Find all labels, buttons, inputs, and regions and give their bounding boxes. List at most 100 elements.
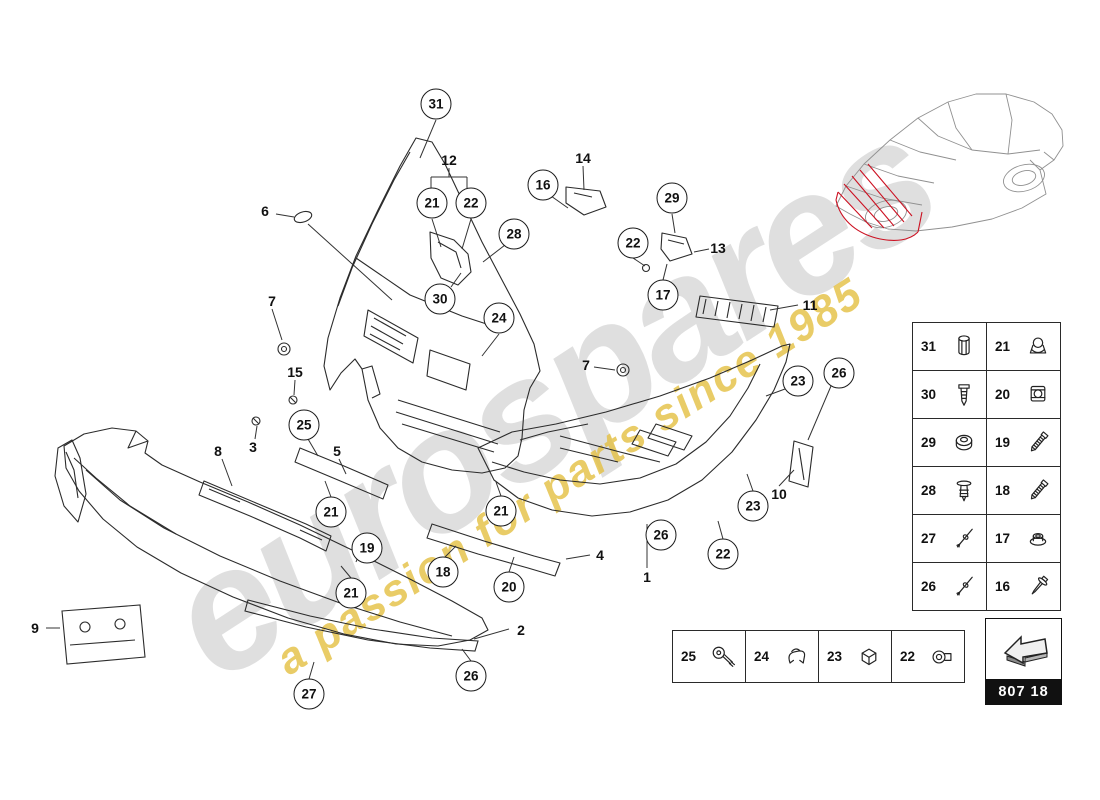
part-label-8[interactable]: 8	[214, 443, 222, 459]
sensor-holder-icon	[932, 649, 952, 664]
part-balloon-21[interactable]: 21	[416, 187, 448, 219]
part-balloon-16[interactable]: 16	[527, 169, 559, 201]
part-balloon-24[interactable]: 24	[483, 302, 515, 334]
part-balloon-20[interactable]: 20	[493, 571, 525, 603]
bolt-icon	[1030, 478, 1049, 499]
part-balloon-25[interactable]: 25	[288, 409, 320, 441]
part-balloon-26[interactable]: 26	[455, 660, 487, 692]
fastener-cell-22[interactable]: 22	[892, 631, 965, 683]
part-balloon-23[interactable]: 23	[737, 490, 769, 522]
fastener-cell-16[interactable]: 16	[987, 563, 1061, 611]
part-label-9[interactable]: 9	[31, 620, 39, 636]
fastener-cell-26[interactable]: 26	[913, 563, 987, 611]
part-label-12[interactable]: 12	[441, 152, 457, 168]
part-label-1[interactable]: 1	[643, 569, 651, 585]
part-balloon-22[interactable]: 22	[455, 187, 487, 219]
grommet-icon	[955, 434, 973, 450]
trim-strips	[198, 447, 561, 577]
fastener-cell-27[interactable]: 27	[913, 515, 987, 563]
part-balloon-26[interactable]: 26	[823, 357, 855, 389]
fastener-table-right: 31 21 30 20 29 19 28 18 27 17 26 16	[912, 322, 1061, 611]
fastener-number: 19	[995, 435, 1011, 450]
bolt-icon	[1030, 430, 1049, 451]
part-balloon-27[interactable]: 27	[293, 678, 325, 710]
fastener-number: 31	[921, 339, 937, 354]
car-inset	[835, 93, 1064, 232]
fastener-number: 26	[921, 579, 937, 594]
fastener-number: 23	[827, 649, 843, 664]
parking-sensors	[277, 342, 630, 377]
direction-arrow-icon	[986, 619, 1061, 679]
leader-lines	[46, 119, 832, 680]
part-balloon-30[interactable]: 30	[424, 283, 456, 315]
part-balloon-22[interactable]: 22	[707, 538, 739, 570]
part-label-10[interactable]: 10	[771, 486, 787, 502]
cage-nut-icon	[1030, 385, 1046, 402]
part-label-2[interactable]: 2	[517, 622, 525, 638]
fastener-cell-31[interactable]: 31	[913, 323, 987, 371]
fastener-cell-17[interactable]: 17	[987, 515, 1061, 563]
part-label-14[interactable]: 14	[575, 150, 591, 166]
fastener-cell-21[interactable]: 21	[987, 323, 1061, 371]
fastener-table-bottom: 25 24 23 22	[672, 630, 965, 683]
part-label-15[interactable]: 15	[287, 364, 303, 380]
fastener-number: 24	[754, 649, 770, 664]
fastener-number: 18	[995, 483, 1011, 498]
part-code-box: 807 18	[985, 618, 1062, 705]
part-label-11[interactable]: 11	[802, 297, 818, 313]
push-rivet-icon	[956, 480, 972, 501]
part-balloon-21[interactable]: 21	[485, 495, 517, 527]
part-balloon-26[interactable]: 26	[645, 519, 677, 551]
fastener-cell-23[interactable]: 23	[819, 631, 892, 683]
part-label-7[interactable]: 7	[268, 293, 276, 309]
fastener-cell-19[interactable]: 19	[987, 419, 1061, 467]
fastener-number: 22	[900, 649, 916, 664]
bracket-icon	[861, 648, 877, 665]
small-screws	[251, 395, 298, 426]
fastener-number: 17	[995, 531, 1011, 546]
part-label-6[interactable]: 6	[261, 203, 269, 219]
fastener-number: 25	[681, 649, 697, 664]
license-plate-bracket	[61, 604, 146, 665]
fastener-number: 20	[995, 387, 1011, 402]
fastener-cell-29[interactable]: 29	[913, 419, 987, 467]
spring-clip-icon	[1029, 336, 1047, 354]
fastener-number: 16	[995, 579, 1011, 594]
fastener-number: 21	[995, 339, 1011, 354]
fastener-cell-28[interactable]: 28	[913, 467, 987, 515]
sleeve-icon	[958, 334, 970, 355]
fastener-number: 27	[921, 531, 937, 546]
torx-screw-icon	[712, 646, 736, 667]
car-inset-bumper-highlight	[835, 163, 923, 241]
part-label-4[interactable]: 4	[596, 547, 604, 563]
part-balloon-17[interactable]: 17	[647, 279, 679, 311]
part-balloon-22[interactable]: 22	[617, 227, 649, 259]
part-balloon-19[interactable]: 19	[351, 532, 383, 564]
part-balloon-18[interactable]: 18	[427, 556, 459, 588]
fastener-cell-30[interactable]: 30	[913, 371, 987, 419]
part-label-3[interactable]: 3	[249, 439, 257, 455]
small-brackets	[293, 186, 814, 488]
fastener-cell-24[interactable]: 24	[746, 631, 819, 683]
part-label-7[interactable]: 7	[582, 357, 590, 373]
fastener-cell-25[interactable]: 25	[673, 631, 746, 683]
part-balloon-23[interactable]: 23	[782, 365, 814, 397]
part-balloon-29[interactable]: 29	[656, 182, 688, 214]
fastener-number: 30	[921, 387, 937, 402]
part-balloon-21[interactable]: 21	[315, 496, 347, 528]
flange-nut-icon	[1029, 532, 1047, 546]
part-balloon-31[interactable]: 31	[420, 88, 452, 120]
part-label-13[interactable]: 13	[710, 240, 726, 256]
screw-washer-icon	[1031, 575, 1049, 594]
front-spoiler	[54, 427, 489, 647]
part-balloon-21[interactable]: 21	[335, 577, 367, 609]
fastener-number: 29	[921, 435, 937, 450]
fastener-cell-20[interactable]: 20	[987, 371, 1061, 419]
fastener-cell-18[interactable]: 18	[987, 467, 1061, 515]
part-balloon-28[interactable]: 28	[498, 218, 530, 250]
part-label-5[interactable]: 5	[333, 443, 341, 459]
blind-rivet-icon	[956, 576, 973, 596]
blind-rivet-icon	[956, 528, 973, 548]
